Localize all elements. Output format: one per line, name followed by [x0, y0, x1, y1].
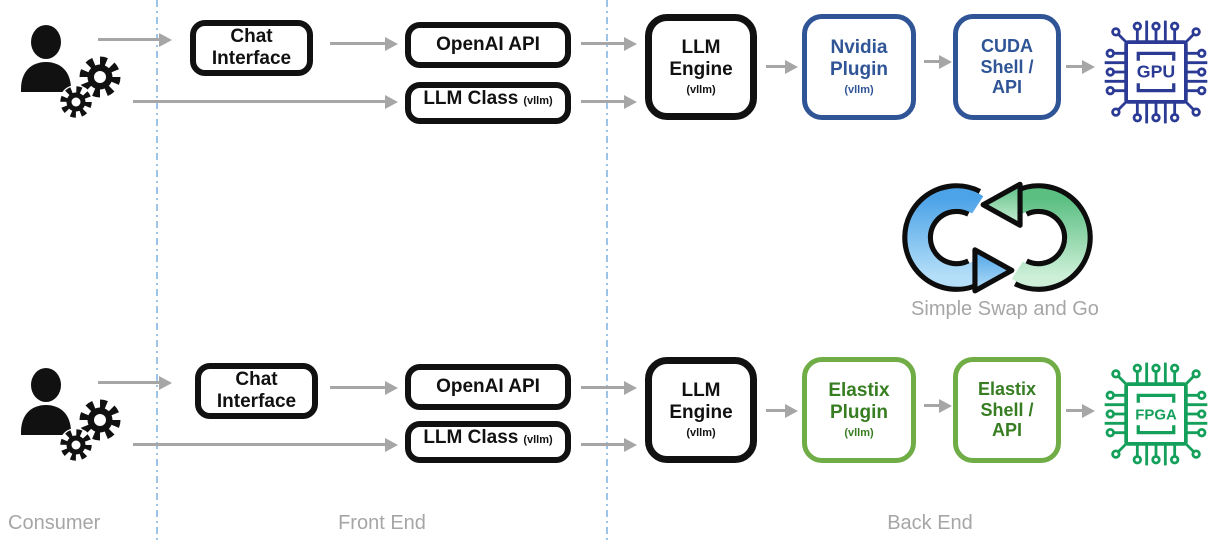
- arrow-openai-to-engine: [581, 386, 625, 389]
- lane-divider-consumer-frontend: [156, 0, 158, 541]
- arrow-plugin-to-shell: [924, 60, 940, 63]
- arrow-user-to-chat: [98, 381, 160, 384]
- arrow-engine-to-plugin: [766, 65, 786, 68]
- node-label: Elastix Shell / API: [977, 378, 1037, 441]
- chip-label-gpu: GPU: [1137, 62, 1175, 82]
- node-sublabel: (vllm): [844, 427, 874, 440]
- lane-label-consumer: Consumer: [8, 512, 101, 534]
- arrow-chat-to-openai: [330, 386, 386, 389]
- consumer-user-gears-icon: [21, 25, 122, 119]
- node-llm-engine: LLM Engine (vllm): [645, 357, 757, 463]
- node-nvidia-plugin: Nvidia Plugin (vllm): [802, 14, 916, 120]
- node-label: Chat Interface: [211, 26, 292, 69]
- arrow-user-to-llmclass: [133, 443, 386, 446]
- node-label: LLM Class: [423, 88, 519, 109]
- arrow-user-to-chat: [98, 38, 160, 41]
- node-llm-class: LLM Class (vllm): [405, 82, 571, 124]
- arrow-shell-to-chip: [1066, 409, 1083, 412]
- arrow-chat-to-openai: [330, 42, 386, 45]
- node-openai-api: OpenAI API: [405, 364, 571, 410]
- lane-label-front-end: Front End: [338, 512, 426, 534]
- arrow-openai-to-engine: [581, 42, 625, 45]
- arrow-engine-to-plugin: [766, 409, 786, 412]
- lane-divider-frontend-backend: [606, 0, 608, 541]
- chip-label-fpga: FPGA: [1135, 407, 1177, 424]
- node-elastix-plugin: Elastix Plugin (vllm): [802, 357, 916, 463]
- node-sublabel: (vllm): [844, 84, 874, 97]
- node-elastix-shell-api: Elastix Shell / API: [953, 357, 1061, 463]
- node-label: Elastix Plugin: [828, 380, 890, 424]
- fpga-chip-icon: FPGA: [1104, 362, 1208, 466]
- arrow-llmclass-to-engine: [581, 100, 625, 103]
- node-chat-interface: Chat Interface: [195, 363, 318, 419]
- node-label: LLM Class: [423, 427, 519, 448]
- arrow-plugin-to-shell: [924, 404, 940, 407]
- node-label: Nvidia Plugin: [829, 37, 889, 81]
- arrow-user-to-llmclass: [133, 100, 386, 103]
- node-chat-interface: Chat Interface: [190, 20, 313, 76]
- node-label: LLM Engine: [669, 37, 733, 81]
- node-label: LLM Engine: [669, 380, 733, 424]
- gpu-chip-icon: GPU: [1104, 20, 1208, 124]
- node-label: Chat Interface: [216, 369, 297, 412]
- node-label: OpenAI API: [436, 376, 540, 398]
- swap-caption: Simple Swap and Go: [911, 298, 1099, 320]
- node-sublabel: (vllm): [686, 84, 716, 97]
- node-llm-class: LLM Class (vllm): [405, 421, 571, 463]
- arrow-shell-to-chip: [1066, 65, 1083, 68]
- node-label: OpenAI API: [436, 34, 540, 56]
- node-openai-api: OpenAI API: [405, 22, 571, 68]
- consumer-user-gears-icon: [21, 368, 122, 462]
- node-cuda-shell-api: CUDA Shell / API: [953, 14, 1061, 120]
- node-sublabel: (vllm): [523, 95, 553, 107]
- node-sublabel: (vllm): [686, 427, 716, 440]
- lane-label-back-end: Back End: [887, 512, 973, 534]
- arrow-llmclass-to-engine: [581, 443, 625, 446]
- node-label: CUDA Shell / API: [980, 35, 1034, 98]
- swap-arrows-icon: [902, 181, 1093, 294]
- node-llm-engine: LLM Engine (vllm): [645, 14, 757, 120]
- node-sublabel: (vllm): [523, 434, 553, 446]
